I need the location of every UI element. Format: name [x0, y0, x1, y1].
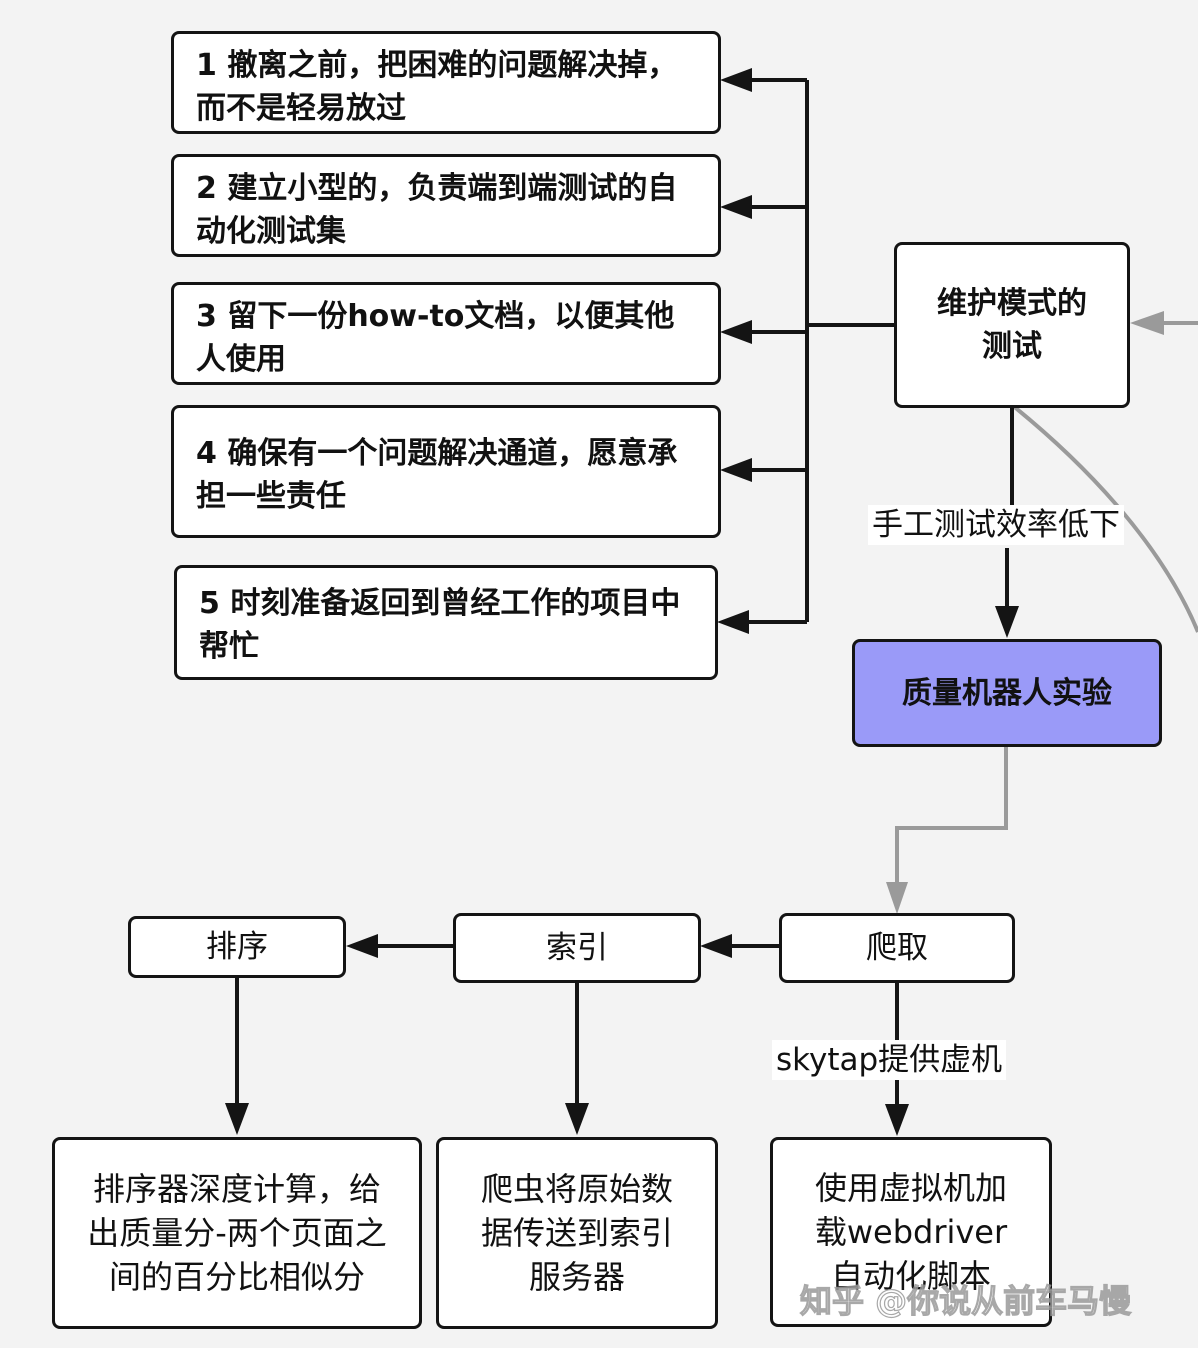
arrowhead-crawl-detail — [885, 1104, 909, 1136]
arrowhead-rank-detail — [225, 1103, 249, 1135]
tip4-box: 4 确保有一个问题解决通道，愿意承担一些责任 — [171, 405, 721, 538]
edge-quality-to-crawl — [895, 745, 1008, 885]
arrowhead-index — [700, 934, 732, 958]
crawl-detail-node: 使用虚拟机加载webdriver自动化脚本 — [770, 1137, 1052, 1327]
edge-label-manual-low-efficiency: 手工测试效率低下 — [868, 505, 1124, 545]
watermark-text: 知乎 @你说从前车马慢 — [799, 1281, 1132, 1320]
arrowhead-tip3 — [720, 320, 752, 344]
edge-label-skytap: skytap提供虚机 — [772, 1040, 1007, 1080]
arrowhead-tip1 — [720, 68, 752, 92]
arrowhead-quality — [995, 606, 1019, 638]
arrowhead-tip5 — [717, 610, 749, 634]
tip2-box: 2 建立小型的，负责端到端测试的自动化测试集 — [171, 154, 721, 257]
crawl-node: 爬取 — [779, 913, 1015, 983]
maintenance-mode-node: 维护模式的测试 — [894, 242, 1130, 408]
arrowhead-incoming-right — [1130, 311, 1164, 335]
tip3-box: 3 留下一份how-to文档，以便其他人使用 — [171, 282, 721, 385]
edge-curve-offscreen — [1010, 403, 1198, 633]
rank-detail-node: 排序器深度计算，给出质量分-两个页面之间的百分比相似分 — [52, 1137, 422, 1329]
arrowhead-tip2 — [720, 195, 752, 219]
index-detail-node: 爬虫将原始数据传送到索引服务器 — [436, 1137, 718, 1329]
arrowhead-rank — [346, 934, 378, 958]
arrowhead-index-detail — [565, 1103, 589, 1135]
tip1-box: 1 撤离之前，把困难的问题解决掉，而不是轻易放过 — [171, 31, 721, 134]
quality-bot-experiment-node: 质量机器人实验 — [852, 639, 1162, 747]
index-node: 索引 — [453, 913, 701, 983]
arrowhead-crawl — [886, 882, 908, 914]
tip5-box: 5 时刻准备返回到曾经工作的项目中帮忙 — [174, 565, 718, 680]
rank-node: 排序 — [128, 916, 346, 978]
arrowhead-tip4 — [720, 458, 752, 482]
